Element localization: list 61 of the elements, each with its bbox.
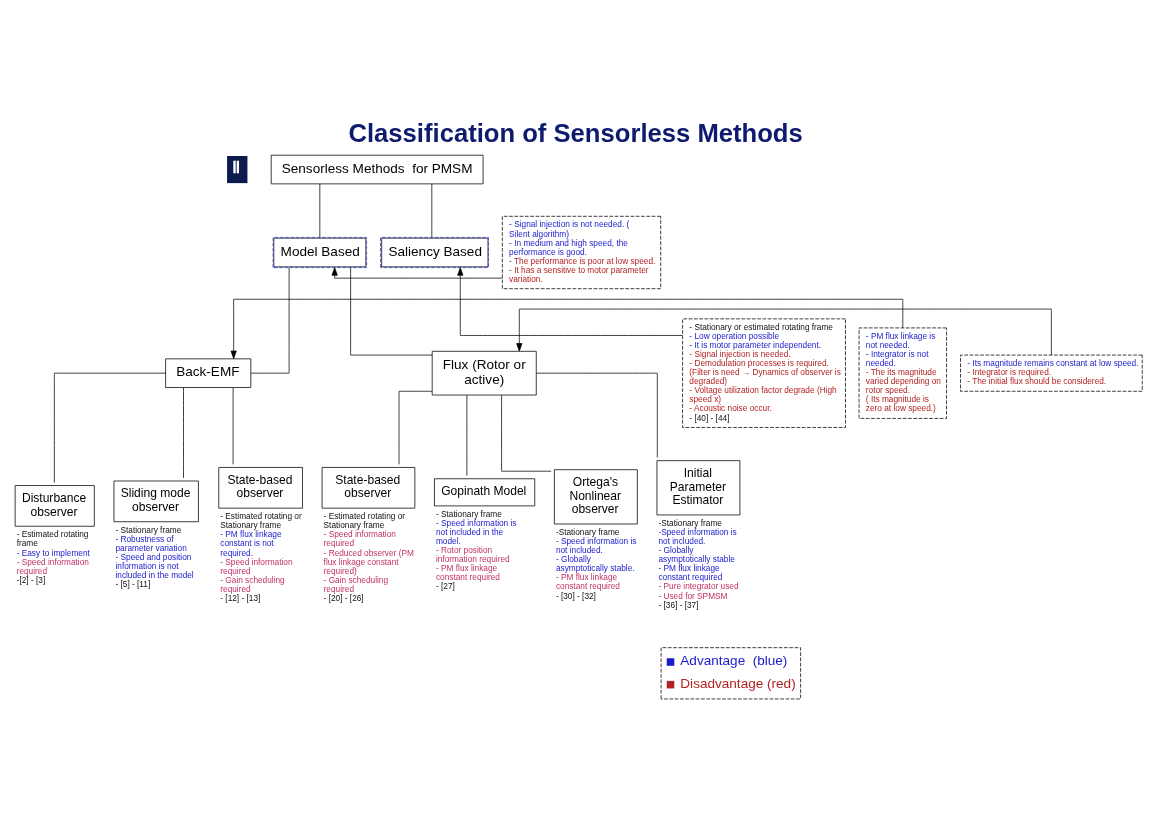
node-label: -Stationary frame	[658, 518, 722, 529]
connector	[183, 387, 184, 479]
node-box: Flux (Rotor or active)	[431, 350, 537, 396]
node-box: - Signal injection is not needed. ( Silent algorithm) - In medium and high speed, the performance is good. - The performance is poor at low speed. - It has a sensitive to motor parameter variation.	[501, 215, 662, 290]
node-box: Ortega's Nonlinear observer	[554, 469, 638, 525]
node-box: Sensorless Methods for PMSM	[270, 154, 484, 185]
node-label: - PM flux linkage constant required	[555, 572, 620, 592]
node-label: - [27]	[435, 581, 455, 592]
connector	[54, 372, 166, 483]
diagram-title: Classification of Sensorless Methods	[348, 118, 803, 147]
node-label: - Gain scheduling required	[323, 574, 389, 594]
node-label: - [12] - [13]	[220, 592, 261, 603]
node-box: State-based observer	[218, 467, 303, 509]
connector	[350, 267, 433, 356]
node-label: - Reduced observer (PM flux linkage constant required)	[323, 547, 414, 576]
label: Ⅱ	[231, 158, 240, 178]
arrow	[230, 298, 904, 359]
node-label: - [30] - [32]	[555, 590, 596, 601]
node-label: - Globally asymptotically stable	[658, 545, 735, 565]
node-label: - Speed information required	[16, 556, 89, 576]
node-label: - Stationary frame	[115, 524, 182, 535]
node-label: - Rotor position information required	[435, 545, 510, 565]
connector	[501, 394, 552, 472]
node-box: State-based observer	[321, 467, 416, 509]
node-label: - [5] - [11]	[115, 579, 151, 590]
legend-label: Disadvantage (red)	[680, 675, 796, 691]
node-label: -Stationary frame	[555, 527, 620, 538]
node-label: - Gain scheduling required	[220, 574, 285, 594]
node-label: - Easy to implement	[16, 547, 90, 558]
node-box: Back-EMF	[165, 358, 252, 388]
node-box: Sliding mode observer	[113, 480, 199, 523]
node-label: - [36] - [37]	[658, 599, 699, 610]
node-label: - Speed information required	[220, 556, 293, 576]
node-label: - Speed information required	[323, 529, 396, 549]
node-label: - PM flux linkage constant is not required.	[220, 529, 282, 558]
node-label: - Estimated rotating or Stationary frame	[323, 511, 406, 531]
node-label: - Used for SPMSM	[658, 590, 728, 601]
legend-label: Advantage (blue)	[680, 653, 788, 669]
node-box: - Stationary or estimated rotating frame - Low operation possible - It is motor parameter independent. - Signal injection is needed. - Demodulation processes is required. (Filter is need → Dynamics of observer is degraded) - Voltage utilization factor degrade (High speed x) - Acoustic noise occur. - [40] - [44]	[682, 318, 846, 428]
node-box: Initial Parameter Estimator	[656, 460, 741, 516]
node-box: - Its magnitude remains constant at low speed. - Integrator is required. - The initial flux should be considered.	[960, 354, 1143, 392]
node-label: - Globally asymptotically stable.	[555, 554, 635, 574]
connector	[398, 390, 433, 465]
node-label: - PM flux linkage constant required	[658, 563, 723, 583]
arrow	[331, 267, 503, 279]
node-box: - PM flux linkage is not needed. - Integrator is not needed. - The its magnitude varied depending on rotor speed. ( Its magnitude is zero at low speed.)	[858, 327, 947, 419]
connector	[250, 267, 290, 374]
node-label: - [20] - [26]	[323, 592, 364, 603]
node-label: - PM flux linkage constant required	[435, 563, 500, 583]
node-box: Disturbance observer	[14, 485, 95, 527]
arrow	[516, 308, 1052, 356]
node-label: -[2] - [3]	[16, 574, 46, 585]
arrow	[457, 267, 683, 336]
node-box: Gopinath Model	[434, 478, 536, 507]
node-label: - Estimated rotating frame	[16, 529, 89, 549]
connector	[536, 372, 658, 458]
connector	[232, 387, 234, 465]
node-label: - Pure integrator used	[658, 581, 739, 592]
node-label: - Stationary frame	[435, 509, 502, 520]
node-label: - Estimated rotating or Stationary frame	[220, 511, 302, 531]
node-label: - Speed and position information is not included in the model	[115, 552, 194, 581]
